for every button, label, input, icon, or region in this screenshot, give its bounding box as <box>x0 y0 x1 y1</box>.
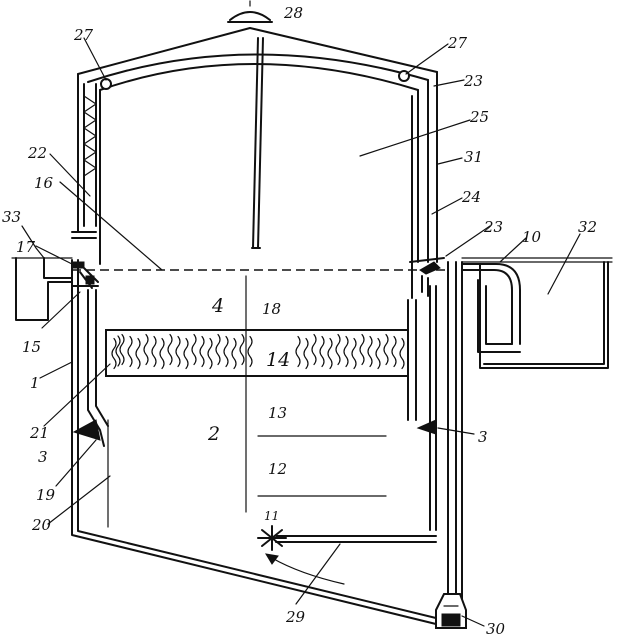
label-12: 12 <box>268 460 287 478</box>
filter-strand <box>335 333 341 366</box>
label-15: 15 <box>22 338 41 356</box>
filter-strand <box>231 337 237 370</box>
filter-strand <box>383 333 389 366</box>
inlet-valve <box>71 261 99 289</box>
filter-strand <box>111 337 117 370</box>
label-1: 1 <box>30 374 40 392</box>
pump-shaft <box>447 261 457 595</box>
filter-strand <box>175 335 181 368</box>
label-19: 19 <box>36 486 56 504</box>
filter-strand <box>375 337 381 370</box>
outlet-tank <box>479 261 609 369</box>
label-16: 16 <box>34 174 54 192</box>
label-22: 22 <box>27 144 47 162</box>
label-14: 14 <box>266 349 290 371</box>
filter-strand <box>167 333 173 366</box>
label-3-left: 3 <box>38 448 48 466</box>
filter-media <box>105 329 409 377</box>
filter-strand <box>183 337 189 370</box>
filter-strand <box>343 335 349 368</box>
filter-strand <box>303 337 309 370</box>
filter-strand <box>391 335 397 368</box>
filter-strand <box>151 335 157 368</box>
filter-strand <box>327 337 333 370</box>
filter-strand <box>351 337 357 370</box>
deflector-left <box>72 419 101 441</box>
label-2: 2 <box>207 423 220 445</box>
dome-cap <box>227 0 273 23</box>
filter-strand <box>199 335 205 368</box>
label-29: 29 <box>285 608 306 626</box>
label-33: 33 <box>2 208 21 226</box>
label-32: 32 <box>578 218 597 236</box>
label-13: 13 <box>268 404 287 422</box>
label-3-right: 3 <box>478 428 488 446</box>
filter-strand <box>135 337 141 370</box>
deflector-right <box>416 419 437 435</box>
label-21: 21 <box>29 424 49 442</box>
label-28: 28 <box>283 4 303 22</box>
label-23-bottom: 23 <box>483 218 503 236</box>
label-10: 10 <box>522 228 542 246</box>
gas-holder <box>77 27 438 299</box>
pump <box>435 593 467 629</box>
left-riser <box>87 289 109 447</box>
leader-lines <box>21 37 581 627</box>
filter-strand <box>399 337 405 370</box>
filter-strand <box>207 337 213 370</box>
outlet-pipe <box>461 263 521 353</box>
right-seal <box>407 257 445 531</box>
filter-wave-fill <box>111 333 405 370</box>
flow-arrow <box>265 553 345 585</box>
label-4: 4 <box>211 295 224 317</box>
filter-strand <box>143 333 149 366</box>
filter-strand <box>215 333 221 366</box>
filter-strand <box>159 337 165 370</box>
label-27-left: 27 <box>73 26 94 44</box>
filter-strand <box>367 335 373 368</box>
filter-strand <box>311 333 317 366</box>
label-17: 17 <box>16 238 36 256</box>
filter-strand <box>359 333 365 366</box>
label-11: 11 <box>264 509 279 523</box>
filter-strand <box>247 335 253 368</box>
label-20: 20 <box>31 516 52 534</box>
label-25: 25 <box>469 108 489 126</box>
filter-strand <box>127 335 133 368</box>
label-30: 30 <box>486 620 506 638</box>
label-24: 24 <box>461 188 481 206</box>
spring-coil <box>71 83 98 239</box>
filter-strand <box>239 333 245 366</box>
filter-strand <box>191 333 197 366</box>
bottom-pipe <box>275 535 437 543</box>
gas-pipe <box>251 37 264 249</box>
inlet-tank <box>15 257 99 321</box>
filter-strand <box>223 335 229 368</box>
filter-strand <box>319 335 325 368</box>
filter-strand <box>115 335 121 367</box>
label-31: 31 <box>464 148 483 166</box>
label-18: 18 <box>262 300 281 318</box>
label-27-right: 27 <box>447 34 468 52</box>
filter-strand <box>119 333 125 366</box>
labels: 27 28 27 23 25 31 24 23 10 32 22 16 33 1… <box>2 4 597 638</box>
agitator-star <box>257 525 287 551</box>
filter-strand <box>295 335 301 368</box>
label-23-top: 23 <box>463 72 483 90</box>
